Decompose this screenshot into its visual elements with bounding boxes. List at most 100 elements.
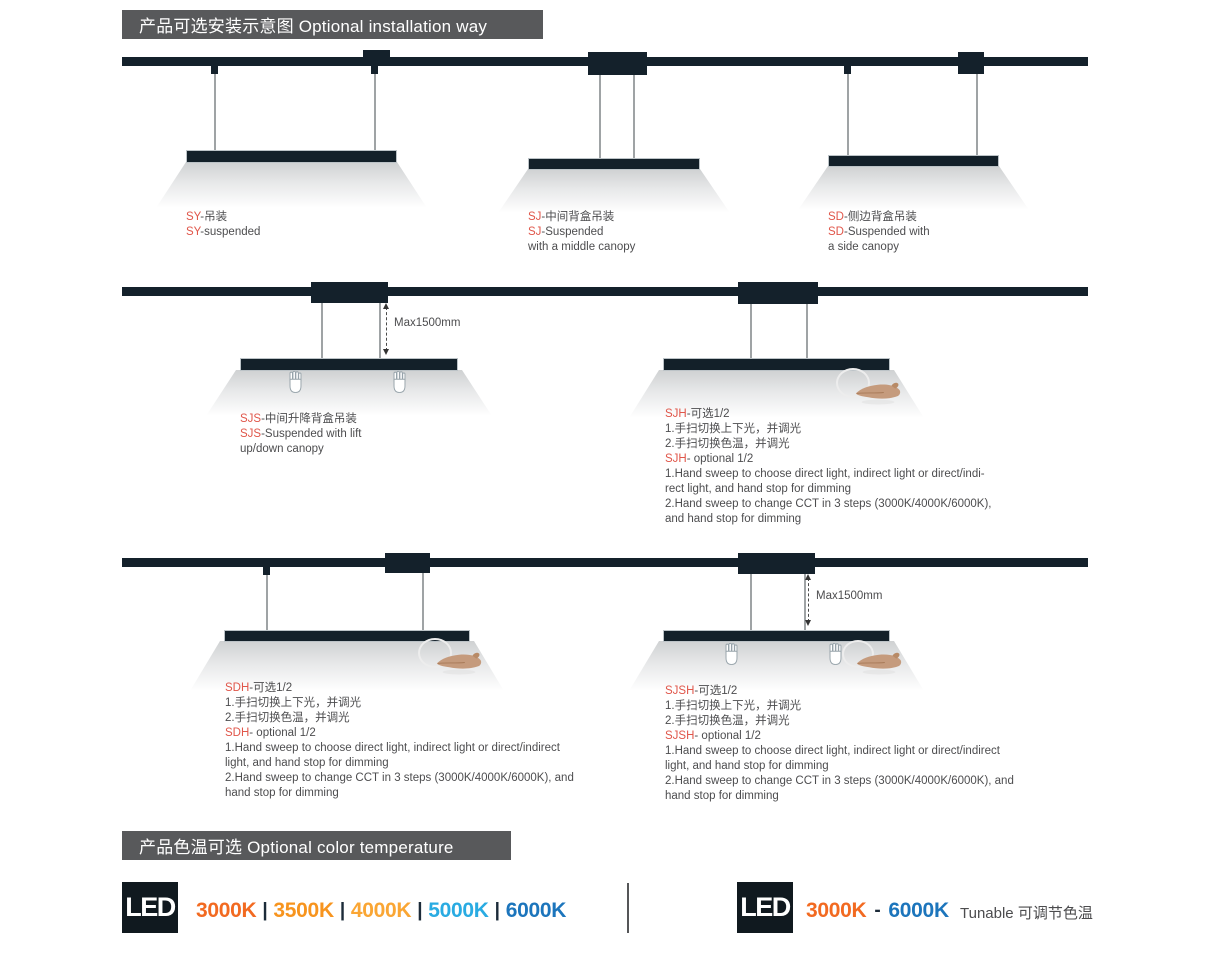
- label-text: 2.Hand sweep to change CCT in 3 steps (3…: [665, 775, 1014, 787]
- tunable-note: Tunable 可调节色温: [960, 905, 1093, 922]
- tunable-color-temps: 3000K - 6000K: [806, 899, 949, 923]
- diagram-label-sjsh: SJSH-可选1/2 1.手扫切换上下光，并调光 2.手扫切换色温，并调光 SJ…: [665, 684, 1014, 804]
- label-text: 1.Hand sweep to choose direct light, ind…: [225, 742, 560, 754]
- diagram-label-sj: SJ-中间背盒吊装 SJ-Suspended with a middle can…: [528, 210, 635, 255]
- label-text: -可选1/2: [694, 685, 738, 697]
- separator: |: [494, 900, 500, 921]
- model-code: SJ: [528, 226, 542, 238]
- suspension-wire: [379, 303, 381, 359]
- light-fixture: [186, 150, 397, 163]
- label-text: -Suspended with lift: [261, 428, 362, 440]
- label-text: with a middle canopy: [528, 241, 636, 253]
- hand-motion-ghost: [836, 368, 870, 398]
- ceiling-track: [122, 558, 1088, 567]
- label-text: 2.手扫切换色温，并调光: [225, 712, 350, 724]
- label-text: - optional 1/2: [686, 453, 754, 465]
- label-text: rect light, and hand stop for dimming: [665, 483, 852, 495]
- label-text: 2.手扫切换色温，并调光: [665, 715, 790, 727]
- model-code: SJS: [240, 413, 262, 425]
- max-height-label: Max1500mm: [394, 317, 461, 329]
- suspension-wire: [633, 75, 635, 159]
- color-temp-option: 3500K: [273, 899, 334, 922]
- suspension-wire: [806, 304, 808, 359]
- color-temp-option: 6000K: [505, 899, 567, 922]
- model-code: SD: [828, 211, 844, 223]
- touch-hand-icon: [829, 642, 842, 665]
- hand-sweep-icon: [855, 382, 901, 405]
- wire-mount: [844, 66, 851, 74]
- suspension-wire: [599, 75, 601, 159]
- wire-mount: [211, 66, 218, 74]
- led-badge: LED: [122, 882, 178, 933]
- suspension-wire: [422, 573, 424, 631]
- ceiling-track: [122, 57, 1088, 66]
- label-text: 2.Hand sweep to change CCT in 3 steps (3…: [665, 498, 992, 510]
- model-code: SJS: [240, 428, 262, 440]
- light-fixture: [224, 630, 470, 642]
- suspension-wire: [804, 574, 806, 631]
- label-text: -suspended: [200, 226, 261, 238]
- touch-hand-icon: [289, 370, 302, 393]
- label-text: -侧边背盒吊装: [843, 211, 917, 223]
- max-height-arrow: [804, 574, 811, 626]
- led-label: LED: [125, 892, 176, 922]
- max-height-label: Max1500mm: [816, 590, 883, 602]
- suspension-wire: [374, 66, 376, 151]
- wire-mount: [371, 66, 378, 74]
- hand-sweep-icon: [856, 652, 902, 675]
- diagram-label-sdh: SDH-可选1/2 1.手扫切换上下光，并调光 2.手扫切换色温，并调光 SDH…: [225, 681, 574, 801]
- led-label: LED: [740, 892, 791, 922]
- dash: -: [874, 900, 881, 921]
- label-text: 1.手扫切换上下光，并调光: [665, 700, 802, 712]
- label-text: 1.手扫切换上下光，并调光: [225, 697, 362, 709]
- light-fixture: [528, 158, 700, 170]
- label-text: - optional 1/2: [694, 730, 761, 742]
- label-text: -Suspended with: [843, 226, 930, 238]
- suspension-wire: [321, 303, 323, 359]
- label-text: -吊装: [200, 211, 228, 223]
- label-text: 1.Hand sweep to choose direct light, ind…: [665, 468, 985, 480]
- wire-mount: [263, 567, 270, 575]
- suspension-wire: [847, 66, 849, 156]
- label-text: light, and hand stop for dimming: [225, 757, 389, 769]
- color-temp-option: 3000K: [196, 899, 257, 922]
- label-text: 1.Hand sweep to choose direct light, ind…: [665, 745, 1000, 757]
- label-text: hand stop for dimming: [225, 787, 339, 799]
- suspension-wire: [750, 304, 752, 359]
- label-text: -Suspended: [541, 226, 604, 238]
- fixed-color-temps: 3000K | 3500K | 4000K | 5000K | 6000K: [196, 899, 566, 923]
- model-code: SJH: [665, 453, 687, 465]
- separator: |: [417, 900, 423, 921]
- model-code: SJH: [665, 408, 687, 420]
- color-temp-option: 5000K: [428, 899, 489, 922]
- model-code: SJ: [528, 211, 542, 223]
- light-fixture: [663, 358, 890, 371]
- label-text: a side canopy: [828, 241, 899, 253]
- section-header-installation: 产品可选安装示意图 Optional installation way: [122, 10, 543, 39]
- label-text: -中间升降背盒吊装: [261, 413, 357, 425]
- color-temp-high: 6000K: [888, 899, 949, 922]
- touch-hand-icon: [725, 642, 738, 665]
- label-text: up/down canopy: [240, 443, 324, 455]
- color-temp-option: 4000K: [350, 899, 412, 922]
- light-fixture: [828, 155, 999, 167]
- model-code: SJSH: [665, 730, 695, 742]
- separator: |: [262, 900, 268, 921]
- hand-motion-ghost: [418, 638, 452, 668]
- ceiling-mount-box: [363, 50, 390, 58]
- section-header-color-temp: 产品色温可选 Optional color temperature: [122, 831, 511, 860]
- separator: |: [339, 900, 345, 921]
- section-divider: [627, 883, 629, 933]
- light-beam: [498, 169, 730, 213]
- model-code: SDH: [225, 682, 250, 694]
- model-code: SD: [828, 226, 844, 238]
- hand-motion-ghost: [842, 640, 874, 668]
- hand-sweep-icon: [436, 652, 482, 675]
- model-code: SDH: [225, 727, 250, 739]
- label-text: -可选1/2: [686, 408, 730, 420]
- label-text: -可选1/2: [249, 682, 293, 694]
- suspension-wire: [750, 574, 752, 631]
- label-text: 2.Hand sweep to change CCT in 3 steps (3…: [225, 772, 574, 784]
- model-code: SY: [186, 211, 201, 223]
- suspension-wire: [976, 74, 978, 156]
